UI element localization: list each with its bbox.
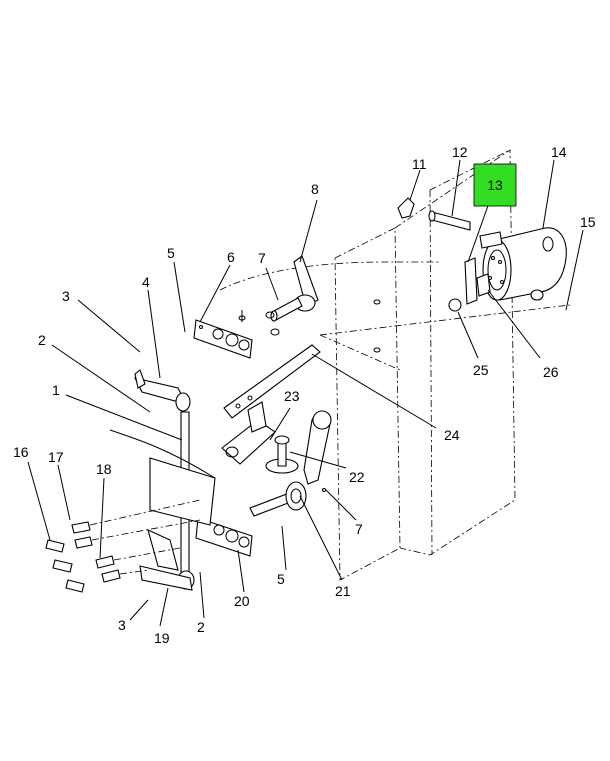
callout-26: 26 xyxy=(543,364,559,380)
callout-20: 20 xyxy=(234,593,250,609)
solenoid-assembly xyxy=(448,227,567,312)
callout-13: 13 xyxy=(487,177,503,193)
callout-16: 16 xyxy=(13,444,29,460)
callout-11: 11 xyxy=(412,156,427,172)
pin-and-clip xyxy=(397,197,471,231)
callout-8: 8 xyxy=(311,181,319,197)
callout-23: 23 xyxy=(284,388,300,404)
callout-2b: 2 xyxy=(197,619,205,635)
callout-labels: 1 2 3 4 5 6 7 8 11 12 14 15 26 25 24 23 … xyxy=(13,144,596,646)
highlight-box xyxy=(473,163,517,207)
callout-25: 25 xyxy=(473,362,489,378)
callout-12: 12 xyxy=(452,144,468,160)
link-plate xyxy=(223,344,321,419)
bracket-and-pedal xyxy=(221,401,332,485)
callout-18: 18 xyxy=(96,461,112,477)
side-bracket xyxy=(109,429,216,591)
callout-24: 24 xyxy=(444,427,460,443)
callout-4: 4 xyxy=(142,274,150,290)
callout-3b: 3 xyxy=(118,617,126,633)
callout-22: 22 xyxy=(349,469,365,485)
springs xyxy=(45,499,201,593)
callout-17: 17 xyxy=(48,449,64,465)
lower-shaft xyxy=(249,481,326,517)
callout-5: 5 xyxy=(167,245,175,261)
callout-14: 14 xyxy=(551,144,567,160)
firewall-panel xyxy=(219,149,571,581)
callout-1: 1 xyxy=(52,382,60,398)
leader-lines xyxy=(27,159,584,627)
mounting-plate-lower xyxy=(195,517,253,557)
callout-5b: 5 xyxy=(277,571,285,587)
callout-6: 6 xyxy=(227,249,235,265)
callout-19: 19 xyxy=(154,630,170,646)
callout-15: 15 xyxy=(580,214,596,230)
upper-bell-crank xyxy=(238,255,319,336)
callout-3: 3 xyxy=(62,288,70,304)
callout-7: 7 xyxy=(258,250,266,266)
callout-21: 21 xyxy=(335,583,351,599)
mounting-plate-upper xyxy=(193,319,253,359)
callout-7b: 7 xyxy=(355,521,363,537)
callout-2: 2 xyxy=(38,332,46,348)
